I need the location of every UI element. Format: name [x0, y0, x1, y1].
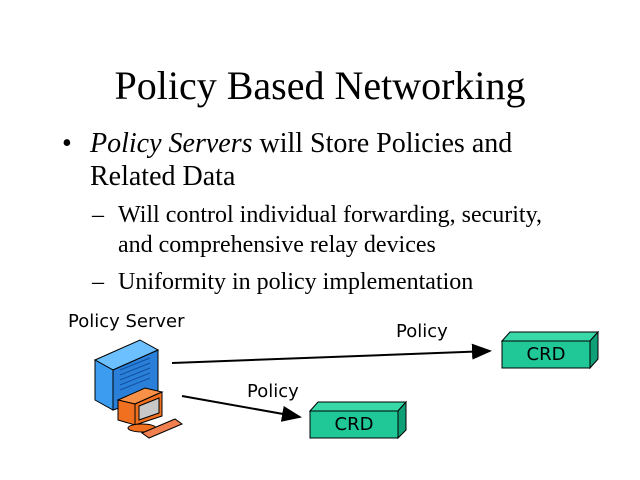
- arrow-to-crd-bottom: [181, 395, 302, 422]
- crd-label-bottom: CRD: [334, 414, 374, 435]
- sub-bullet-marker: –: [92, 269, 104, 295]
- arrow-label-bottom: Policy: [247, 381, 299, 402]
- server-computer-icon: [93, 339, 184, 439]
- slide-title: Policy Based Networking: [114, 63, 526, 108]
- arrow-to-crd-top: [171, 343, 492, 364]
- sub-bullet-2-line1: Uniformity in policy implementation: [118, 269, 474, 295]
- crd-label-top: CRD: [526, 344, 566, 365]
- bullet-text-line2: Related Data: [90, 161, 236, 192]
- bullet-italic-text: Policy Servers: [90, 128, 253, 159]
- sub-bullet-1-line1: Will control individual forwarding, secu…: [118, 202, 543, 228]
- sub-bullet-1-line2: and comprehensive relay devices: [118, 232, 436, 258]
- bullet-text-line1: will Store Policies and: [252, 128, 513, 159]
- bullet-marker: •: [62, 128, 72, 159]
- arrow-label-top: Policy: [396, 321, 448, 342]
- policy-server-label: Policy Server: [68, 311, 185, 332]
- sub-bullet-marker: –: [92, 202, 104, 228]
- crd-device-bottom: [308, 400, 408, 440]
- crd-device-top: [500, 330, 600, 370]
